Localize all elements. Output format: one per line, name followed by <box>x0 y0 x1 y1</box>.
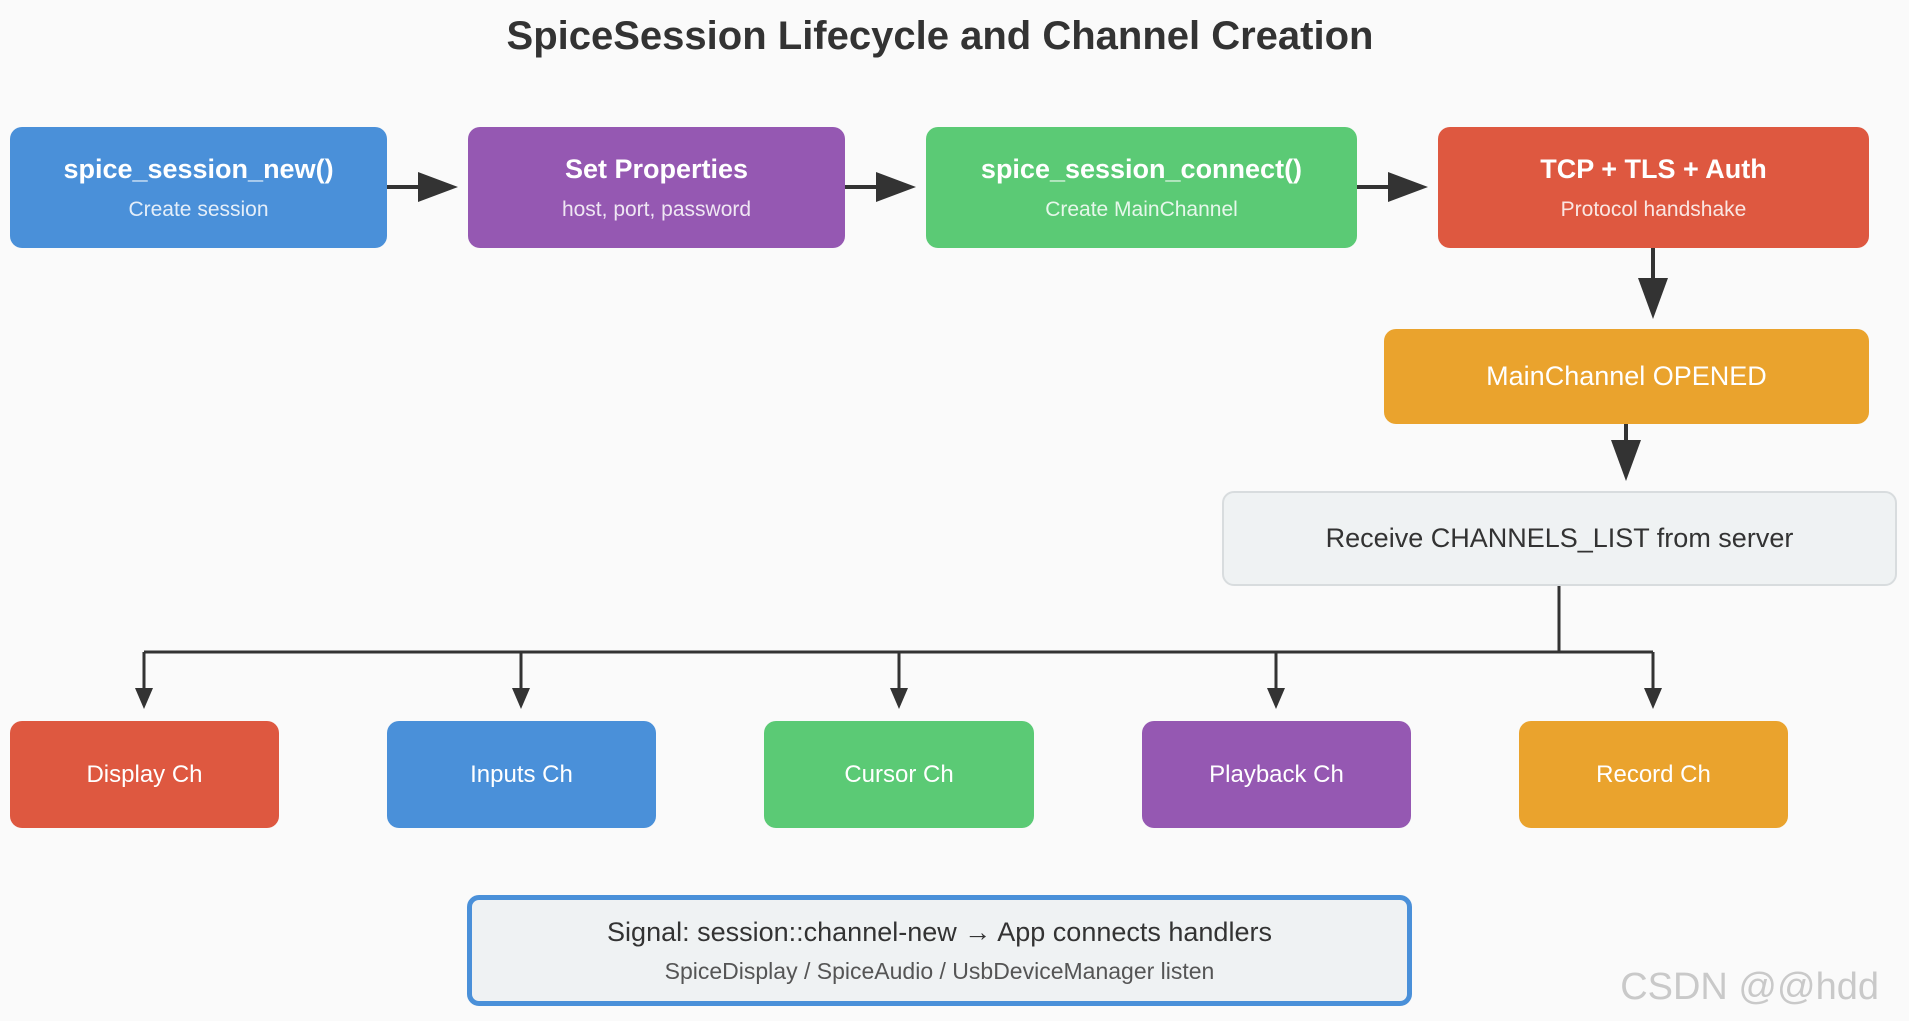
arrow-tcp-to-main <box>1638 248 1668 319</box>
step-subtitle: host, port, password <box>561 197 752 221</box>
channel-playback: Playback Ch <box>1142 721 1411 828</box>
signal-box: Signal: session::channel-new → App conne… <box>467 895 1412 1006</box>
step-session-new: spice_session_new() Create session <box>10 127 387 248</box>
channels-list-box: Receive CHANNELS_LIST from server <box>1222 491 1897 586</box>
channel-label: Playback Ch <box>1209 760 1344 788</box>
channel-label: Cursor Ch <box>844 760 954 788</box>
main-channel-label: MainChannel OPENED <box>1486 361 1767 391</box>
step-title: TCP + TLS + Auth <box>1540 154 1767 185</box>
step-subtitle: Create MainChannel <box>1045 197 1238 221</box>
channel-inputs: Inputs Ch <box>387 721 656 828</box>
main-channel-opened-box: MainChannel OPENED <box>1384 329 1869 424</box>
channel-label: Display Ch <box>86 760 203 788</box>
step-set-properties: Set Properties host, port, password <box>468 127 845 248</box>
step-subtitle: Create session <box>128 197 269 221</box>
arrow-props-to-connect <box>845 172 916 202</box>
channel-label: Inputs Ch <box>470 760 573 788</box>
arrow-main-to-list <box>1611 424 1641 481</box>
watermark: CSDN @@hdd <box>1620 966 1879 1008</box>
arrow-new-to-props <box>387 172 458 202</box>
channels-list-label: Receive CHANNELS_LIST from server <box>1325 523 1794 553</box>
step-tcp-tls-auth: TCP + TLS + Auth Protocol handshake <box>1438 127 1869 248</box>
diagram-title: SpiceSession Lifecycle and Channel Creat… <box>506 14 1374 58</box>
channel-cursor: Cursor Ch <box>764 721 1034 828</box>
step-title: spice_session_new() <box>63 154 334 185</box>
signal-line-2: SpiceDisplay / SpiceAudio / UsbDeviceMan… <box>664 957 1215 984</box>
step-title: Set Properties <box>564 154 749 185</box>
channel-label: Record Ch <box>1596 760 1711 788</box>
fanout-tree <box>135 586 1662 709</box>
step-subtitle: Protocol handshake <box>1560 197 1747 221</box>
channel-display: Display Ch <box>10 721 279 828</box>
step-title: spice_session_connect() <box>980 154 1303 185</box>
arrow-connect-to-tcp <box>1357 172 1428 202</box>
signal-line-1: Signal: session::channel-new → App conne… <box>607 916 1272 947</box>
step-session-connect: spice_session_connect() Create MainChann… <box>926 127 1357 248</box>
channel-record: Record Ch <box>1519 721 1788 828</box>
